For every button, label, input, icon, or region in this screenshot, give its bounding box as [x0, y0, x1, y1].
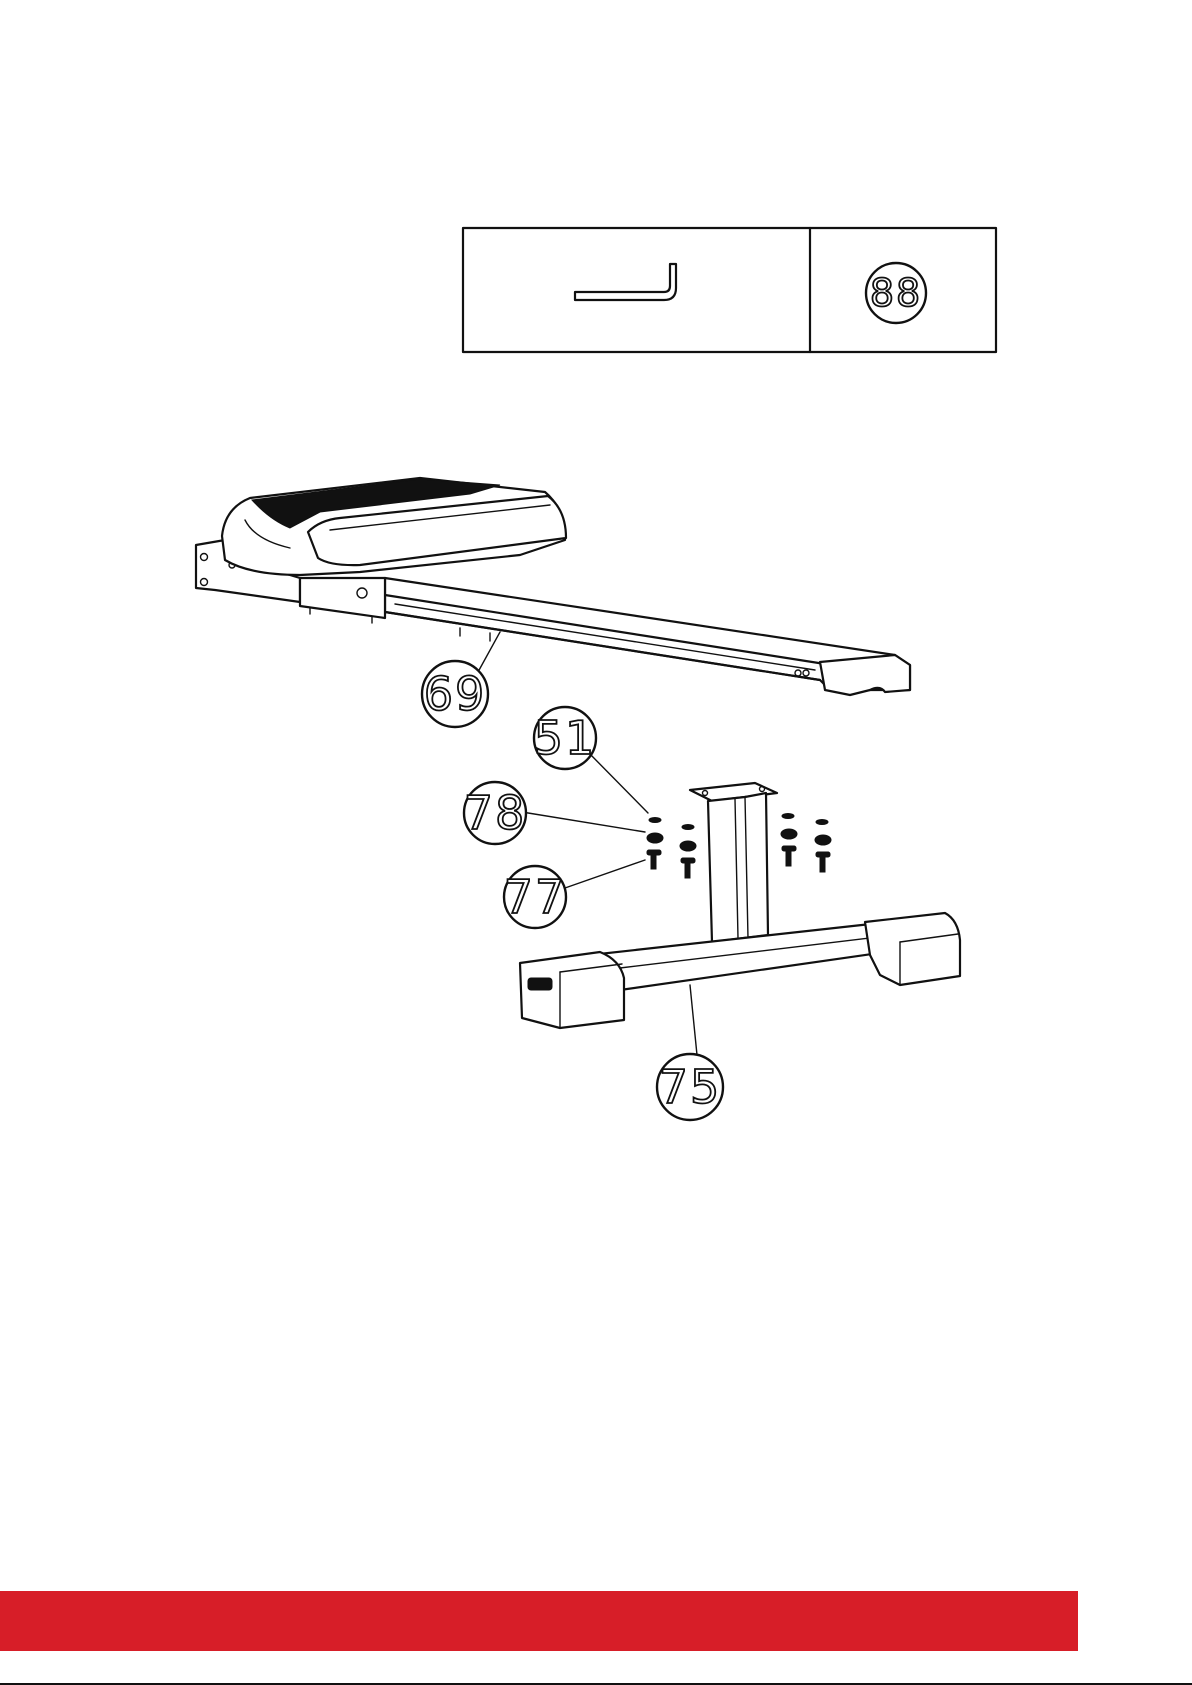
hex-key-icon [575, 264, 676, 300]
nut-1 [649, 818, 661, 823]
footer-bar [0, 1591, 1078, 1651]
part-88-label: 88 [870, 271, 922, 315]
callout-78-label: 78 [464, 786, 527, 840]
callout-51: 51 [534, 707, 597, 769]
leader-69 [478, 632, 500, 672]
leader-51 [588, 752, 648, 813]
callout-51-label: 51 [534, 711, 597, 765]
callout-77: 77 [504, 866, 567, 928]
callout-69-label: 69 [424, 667, 487, 721]
leader-75 [690, 985, 697, 1055]
bolt-shaft-1 [651, 855, 656, 869]
base-assembly [520, 752, 960, 1055]
tool-box: 88 [463, 228, 996, 352]
frame-block [300, 578, 385, 618]
bolt-head-1 [647, 850, 661, 855]
leader-77 [565, 860, 645, 888]
callout-75: 75 [657, 1054, 723, 1120]
rail-end-cap [820, 655, 910, 695]
callout-75-label: 75 [659, 1060, 722, 1114]
callout-78: 78 [464, 782, 527, 844]
washer-1 [647, 833, 663, 843]
leader-78 [522, 812, 645, 832]
callout-77-label: 77 [504, 870, 567, 924]
treadmill-frame [196, 478, 910, 695]
right-foot [865, 913, 960, 985]
callout-69: 69 [422, 661, 488, 727]
